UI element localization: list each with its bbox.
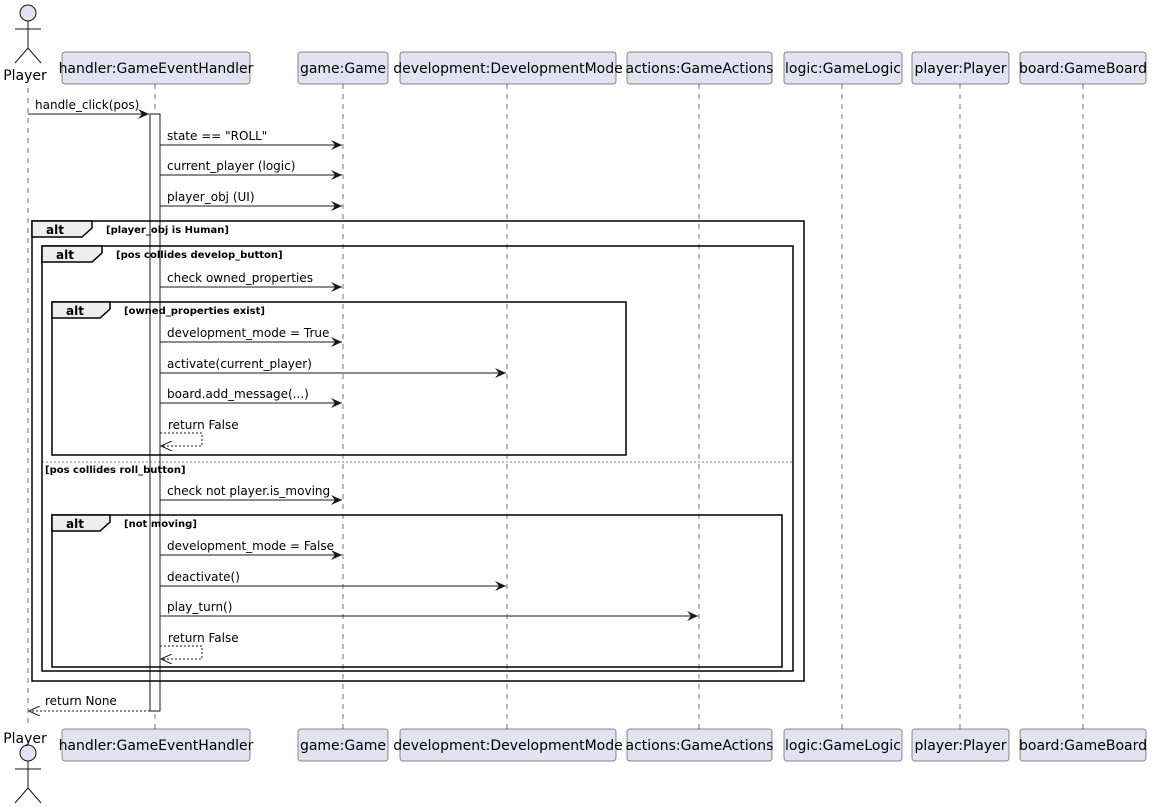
message-m13: play_turn(): [160, 600, 698, 621]
participant-handler-top: handler:GameEventHandler: [59, 51, 254, 85]
participant-actions-top: actions:GameActions: [626, 51, 774, 85]
participant-label: game:Game: [300, 61, 386, 77]
fragment-keyword: alt: [46, 223, 64, 237]
fragment-keyword: alt: [66, 304, 84, 318]
participant-label: logic:GameLogic: [785, 61, 901, 77]
fragment-keyword: alt: [66, 517, 84, 531]
message-label: handle_click(pos): [35, 98, 139, 112]
participant-label: logic:GameLogic: [785, 738, 901, 754]
message-label: player_obj (UI): [167, 190, 255, 204]
participant-development-bottom: development:DevelopmentMode: [393, 728, 623, 762]
participant-actions-bottom: actions:GameActions: [626, 728, 774, 762]
fragment-else-guard: [pos collides roll_button]: [45, 465, 186, 476]
fragment-alt: alt [player_obj is Human]: [31, 220, 805, 682]
message-label: check not player.is_moving: [167, 484, 330, 498]
participant-label: handler:GameEventHandler: [59, 61, 254, 77]
message-m1: handle_click(pos): [28, 98, 149, 119]
fragment-guard: [not moving]: [124, 519, 197, 530]
message-label: check owned_properties: [167, 271, 313, 285]
message-label: return False: [168, 631, 239, 645]
participant-board-top: board:GameBoard: [1019, 51, 1147, 85]
participant-label: actions:GameActions: [626, 61, 774, 77]
message-label: return None: [45, 694, 117, 708]
participant-board-bottom: board:GameBoard: [1019, 728, 1147, 762]
fragment-alt: alt [not moving]: [51, 514, 783, 668]
message-label: activate(current_player): [167, 357, 312, 371]
participant-label: game:Game: [300, 738, 386, 754]
message-label: board.add_message(...): [167, 387, 309, 401]
message-label: play_turn(): [167, 600, 232, 614]
participant-logic-bottom: logic:GameLogic: [783, 728, 903, 762]
message-m4: player_obj (UI): [160, 190, 342, 211]
actor-figure-top: [14, 4, 42, 64]
actor-label-top: Player: [3, 68, 47, 84]
participant-label: actions:GameActions: [626, 738, 774, 754]
message-label: return False: [168, 418, 239, 432]
fragment-guard: [owned_properties exist]: [124, 306, 265, 317]
participant-player-top: player:Player: [911, 51, 1010, 85]
message-m3: current_player (logic): [160, 159, 342, 180]
participant-label: development:DevelopmentMode: [393, 738, 622, 754]
participant-label: board:GameBoard: [1019, 738, 1147, 754]
message-m8: board.add_message(...): [160, 387, 342, 408]
participant-game-bottom: game:Game: [297, 728, 389, 762]
participant-development-top: development:DevelopmentMode: [393, 51, 623, 85]
participant-label: development:DevelopmentMode: [393, 61, 622, 77]
message-m7: activate(current_player): [160, 357, 506, 378]
fragment-alt: alt [pos collides develop_button] [pos col…: [41, 245, 794, 672]
participant-label: player:Player: [914, 61, 1006, 77]
message-m15: return None: [29, 694, 150, 711]
fragment-guard: [pos collides develop_button]: [116, 250, 283, 261]
participant-handler-bottom: handler:GameEventHandler: [59, 728, 254, 762]
actor-figure-bottom: [14, 744, 42, 804]
message-m5: check owned_properties: [160, 271, 342, 292]
message-m2: state == "ROLL": [160, 129, 342, 150]
participant-player-bottom: player:Player: [911, 728, 1010, 762]
participant-logic-top: logic:GameLogic: [783, 51, 903, 85]
message-m9: return False: [160, 418, 239, 446]
fragment-keyword: alt: [56, 248, 74, 262]
message-label: deactivate(): [167, 570, 240, 584]
message-m10: check not player.is_moving: [160, 484, 342, 505]
message-label: development_mode = True: [167, 326, 329, 340]
message-label: development_mode = False: [167, 539, 334, 553]
participant-label: player:Player: [914, 738, 1006, 754]
participant-label: board:GameBoard: [1019, 61, 1147, 77]
fragment-guard: [player_obj is Human]: [106, 225, 229, 236]
participant-label: handler:GameEventHandler: [59, 738, 254, 754]
message-label: state == "ROLL": [167, 129, 267, 143]
actor-label-bottom: Player: [3, 731, 47, 747]
message-m14: return False: [160, 631, 239, 659]
message-m6: development_mode = True: [160, 326, 342, 347]
message-m11: development_mode = False: [160, 539, 342, 560]
message-m12: deactivate(): [160, 570, 506, 591]
participant-game-top: game:Game: [297, 51, 389, 85]
message-label: current_player (logic): [167, 159, 295, 173]
fragment-alt: alt [owned_properties exist]: [51, 301, 627, 456]
activation-bar-handler: [149, 113, 161, 712]
